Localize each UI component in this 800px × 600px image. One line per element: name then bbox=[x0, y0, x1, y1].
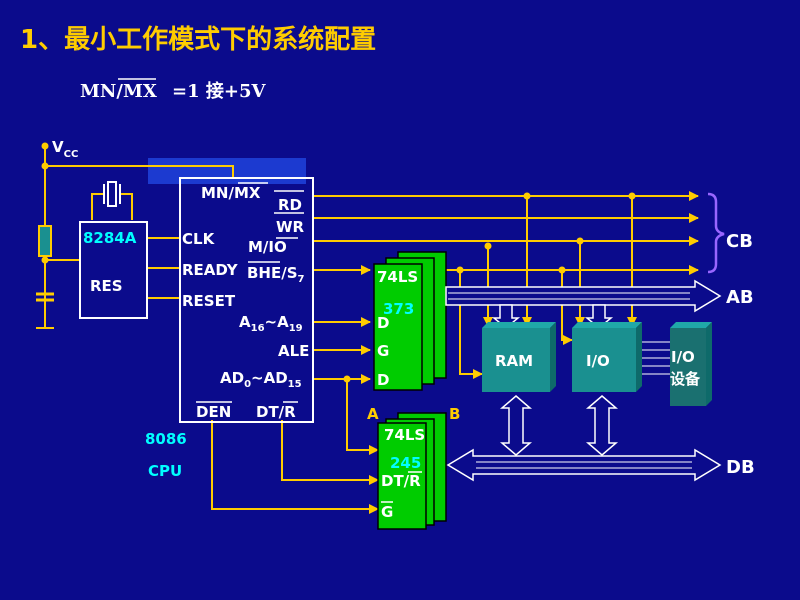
transceiver-245-chip bbox=[377, 412, 447, 530]
data-bus-arrow bbox=[446, 448, 722, 482]
wiring bbox=[44, 146, 699, 514]
xcvr-side-a: A bbox=[367, 405, 379, 423]
address-bus-arrow bbox=[445, 279, 722, 313]
xcvr-side-b: B bbox=[449, 405, 460, 423]
subtitle-rest: =1 接+5V bbox=[172, 80, 266, 102]
crystal-icon bbox=[103, 181, 121, 207]
io-device-block bbox=[670, 322, 712, 406]
ram-label: RAM bbox=[495, 352, 533, 370]
vcc-to-mnmx bbox=[45, 165, 234, 178]
xcvr-pin-g: G bbox=[381, 503, 393, 521]
io-label: I/O bbox=[586, 352, 610, 370]
junction-dots bbox=[41, 142, 636, 383]
io-device-lines bbox=[642, 341, 670, 375]
bus-label-db: DB bbox=[726, 457, 755, 478]
vcc-label: VCC bbox=[52, 138, 78, 160]
subtitle-pin: MN/MX bbox=[80, 81, 157, 102]
io-device-label-2: 设备 bbox=[670, 370, 701, 388]
xcvr-label-num: 245 bbox=[390, 454, 421, 472]
latch-373-chip bbox=[373, 251, 447, 391]
den-to-xcvr bbox=[211, 420, 379, 514]
pin-clk: CLK bbox=[182, 230, 216, 248]
pin-rd: RD bbox=[278, 196, 302, 214]
capacitor-icon bbox=[36, 292, 54, 302]
bus-label-ab: AB bbox=[726, 287, 754, 308]
io-device-label-1: I/O bbox=[671, 348, 695, 366]
pin-a16-a19: A16~A19 bbox=[239, 313, 303, 334]
xcvr-pin-dtr: DT/R bbox=[381, 472, 421, 490]
latch-pin-g: G bbox=[377, 342, 389, 360]
latch-pin-d1: D bbox=[377, 314, 389, 332]
crystal-lead-right bbox=[120, 193, 133, 220]
res-label: RES bbox=[90, 277, 123, 295]
pin-dtr: DT/R bbox=[256, 403, 296, 421]
branch-to-io bbox=[561, 326, 573, 345]
pin-ready: READY bbox=[182, 261, 239, 279]
db-vertical-arrows bbox=[499, 395, 619, 456]
control-bus-brace bbox=[707, 192, 725, 274]
subtitle: MN/MX =1 接+5V bbox=[80, 78, 266, 102]
cpu-label-text: CPU bbox=[148, 462, 182, 480]
crystal-lead-left bbox=[91, 193, 104, 220]
bus-label-cb: CB bbox=[726, 231, 753, 252]
xcvr-label-top: 74LS bbox=[384, 426, 425, 444]
pin-ad0-ad15: AD0~AD15 bbox=[220, 369, 302, 390]
pin-den: DEN bbox=[196, 403, 231, 421]
pin-reset: RESET bbox=[182, 292, 236, 310]
ram-block bbox=[482, 322, 556, 392]
ad-to-xcvr bbox=[346, 379, 379, 455]
resistor-icon bbox=[38, 225, 52, 257]
cpu-chip bbox=[179, 177, 314, 423]
pin-bhe: BHE/S7 bbox=[247, 264, 305, 285]
dtr-to-xcvr bbox=[281, 420, 379, 485]
pin-ale: ALE bbox=[278, 342, 309, 360]
highlight-band bbox=[148, 158, 306, 184]
pin-wr: WR bbox=[276, 218, 305, 236]
page-title: 1、最小工作模式下的系统配置 bbox=[20, 24, 376, 55]
clock-generator-chip bbox=[79, 221, 148, 319]
latch-label-num: 373 bbox=[383, 300, 414, 318]
cpu-label-number: 8086 bbox=[145, 430, 187, 448]
latch-label-top: 74LS bbox=[377, 268, 418, 286]
clock-chip-label: 8284A bbox=[83, 229, 137, 247]
pin-mio: M/IO bbox=[248, 238, 287, 256]
latch-pin-d2: D bbox=[377, 371, 389, 389]
io-interface-block bbox=[572, 322, 642, 392]
pin-mnmx: MN/MX bbox=[201, 184, 261, 202]
